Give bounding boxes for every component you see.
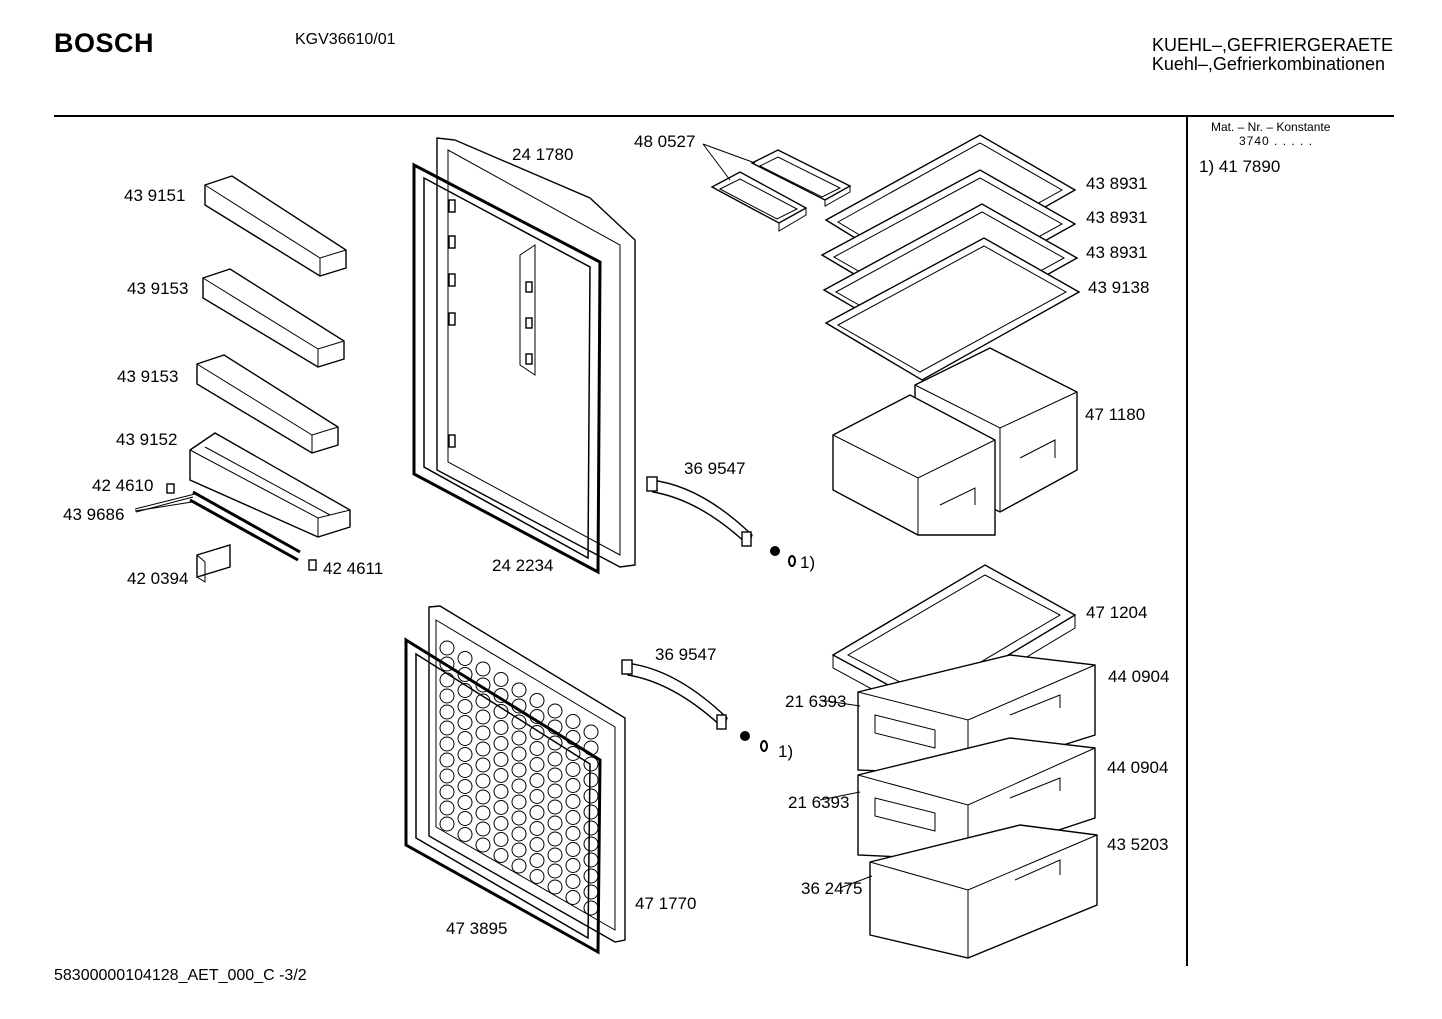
freezer-door-gasket-473895 xyxy=(404,637,602,955)
screw-a xyxy=(770,546,796,567)
door-handle-369547-a xyxy=(646,476,753,547)
label-439153-a: 43 9153 xyxy=(127,279,188,298)
label-438931-a: 43 8931 xyxy=(1086,174,1147,193)
document-id: 58300000104128_AET_000_C -3/2 xyxy=(54,967,307,984)
door-shelf-439152 xyxy=(189,432,351,538)
sidebar-constant: 3740 . . . . . xyxy=(1239,134,1314,148)
clip-424610 xyxy=(166,483,175,494)
label-480527: 48 0527 xyxy=(634,132,695,151)
clip-424611 xyxy=(308,559,317,571)
crisper-471180 xyxy=(832,347,1078,536)
door-shelf-439153-b xyxy=(196,354,339,454)
door-shelf-439153-a xyxy=(202,268,345,368)
freezer-door-panel-471770 xyxy=(428,605,626,943)
label-216393-b: 21 6393 xyxy=(788,793,849,812)
category-subtitle: Kuehl–,Gefrierkombinationen xyxy=(1151,54,1385,74)
sidebar-heading: Mat. – Nr. – Konstante xyxy=(1211,120,1331,134)
freezer-drawer-435203 xyxy=(869,824,1098,959)
label-369547-a: 36 9547 xyxy=(684,459,745,478)
label-420394: 42 0394 xyxy=(127,569,188,588)
label-471204: 47 1204 xyxy=(1086,603,1147,622)
label-362475: 36 2475 xyxy=(801,879,862,898)
label-438931-c: 43 8931 xyxy=(1086,243,1147,262)
label-439151: 43 9151 xyxy=(124,186,185,205)
ice-tray-480527-b xyxy=(710,171,808,232)
glass-shelf-439138 xyxy=(824,237,1081,381)
label-471180: 47 1180 xyxy=(1085,405,1145,424)
door-handle-369547-b xyxy=(621,659,728,730)
screw-b xyxy=(740,731,768,752)
label-435203: 43 5203 xyxy=(1107,835,1168,854)
leader-lines xyxy=(135,496,873,889)
label-439153-b: 43 9153 xyxy=(117,367,178,386)
label-424610: 42 4610 xyxy=(92,476,153,495)
ice-tray-480527-a xyxy=(750,149,852,207)
door-shelf-439151 xyxy=(204,175,347,277)
label-440904-a: 44 0904 xyxy=(1108,667,1169,686)
label-438931-b: 43 8931 xyxy=(1086,208,1147,227)
label-439138: 43 9138 xyxy=(1088,278,1149,297)
label-439152: 43 9152 xyxy=(116,430,177,449)
door-gasket-242234 xyxy=(412,162,602,575)
label-242234: 24 2234 xyxy=(492,556,553,575)
label-471770: 47 1770 xyxy=(635,894,696,913)
label-note-1-b: 1) xyxy=(778,742,793,761)
category-title: KUEHL–,GEFRIERGERAETE xyxy=(1151,35,1393,55)
model-number: KGV36610/01 xyxy=(295,31,396,48)
sidebar-note: 1) 41 7890 xyxy=(1199,157,1281,176)
door-panel-241780 xyxy=(436,137,636,568)
label-440904-b: 44 0904 xyxy=(1107,758,1168,777)
brand-logo: BOSCH xyxy=(54,28,155,58)
label-216393-a: 21 6393 xyxy=(785,692,846,711)
label-369547-b: 36 9547 xyxy=(655,645,716,664)
bracket-420394 xyxy=(196,544,231,583)
label-241780: 24 1780 xyxy=(512,145,573,164)
label-424611: 42 4611 xyxy=(323,559,383,578)
label-473895: 47 3895 xyxy=(446,919,507,938)
label-note-1-a: 1) xyxy=(800,553,815,572)
label-439686: 43 9686 xyxy=(63,505,124,524)
